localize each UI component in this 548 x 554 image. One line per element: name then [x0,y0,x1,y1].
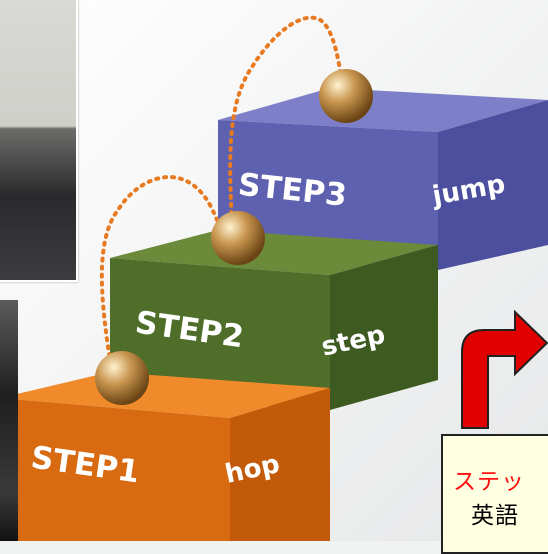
staircase-graphic: STEP3 jump STEP2 step STEP1 hop [0,0,548,541]
step3-block: STEP3 jump [218,88,548,270]
ball-step3 [319,69,373,123]
step2-block: STEP2 step [110,230,438,410]
red-arrow-icon [461,309,548,429]
up-arrow [461,309,548,429]
callout-box: ステッ 英語 [441,434,548,554]
ball-step2 [211,211,265,265]
callout-line1: ステッ [453,469,525,495]
ball-trails [99,15,344,374]
balls [95,69,373,405]
trail-step1-to-step2 [99,175,230,374]
trail-step2-to-step3 [228,15,344,232]
classroom-photo [0,0,78,282]
ball-step1 [95,351,149,405]
callout-line2: 英語 [471,503,519,529]
step1-block: STEP1 hop [0,372,330,541]
photo-edge-strip [0,300,18,541]
